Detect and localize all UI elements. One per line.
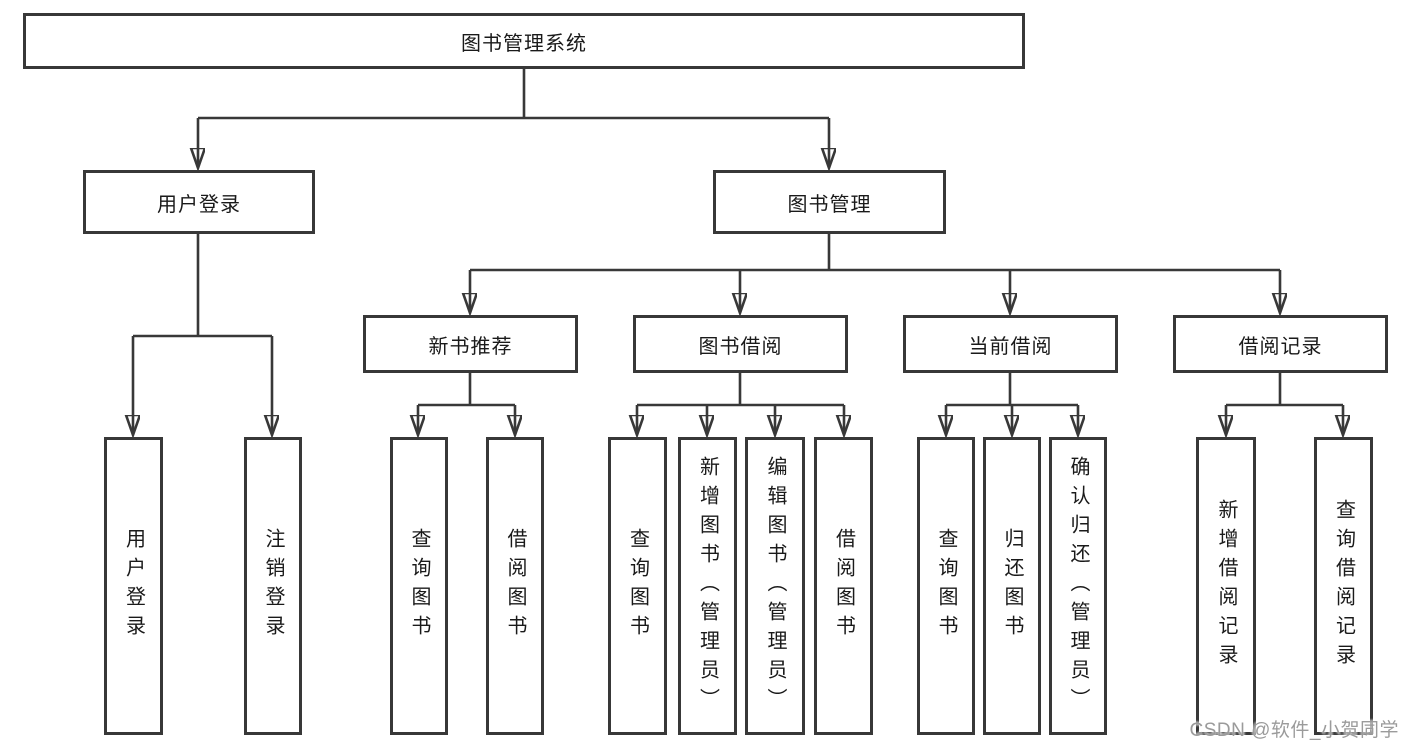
leaf-recommend-borrow-books: 借阅图书 (486, 437, 544, 735)
node-label: 新书推荐 (428, 335, 513, 358)
leaf-recommend-query-books: 查询图书 (390, 437, 448, 735)
node-label: 借阅图书 (504, 528, 526, 644)
leaf-logout: 注销登录 (244, 437, 302, 735)
leaf-current-query-books: 查询图书 (917, 437, 975, 735)
node-label: 查询图书 (626, 528, 649, 644)
leaf-borrow-query-books: 查询图书 (608, 437, 667, 735)
node-borrow-records: 借阅记录 (1173, 315, 1388, 373)
leaf-edit-books-admin: 编辑图书（管理员） (745, 437, 805, 735)
node-user-login: 用户登录 (83, 170, 315, 234)
connector-book-borrow (637, 373, 844, 435)
node-label: 当前借阅 (968, 335, 1053, 358)
node-label: 查询图书 (935, 528, 957, 644)
node-label: 借阅图书 (832, 528, 855, 644)
node-book-management: 图书管理 (713, 170, 946, 234)
leaf-user-login: 用户登录 (104, 437, 163, 735)
leaf-return-books: 归还图书 (983, 437, 1041, 735)
node-label: 编辑图书（管理员） (764, 455, 786, 717)
node-label: 查询借阅记录 (1332, 499, 1355, 673)
node-label: 用户登录 (157, 193, 241, 216)
connector-current-borrow (946, 373, 1078, 435)
node-label: 查询图书 (408, 528, 430, 644)
leaf-add-books-admin: 新增图书（管理员） (678, 437, 737, 735)
node-label: 确认归还（管理员） (1067, 455, 1089, 717)
node-label: 归还图书 (1001, 528, 1023, 644)
node-label: 新增借阅记录 (1215, 499, 1237, 673)
node-library-management-system: 图书管理系统 (23, 13, 1025, 69)
connector-book-management (470, 234, 1280, 313)
leaf-add-borrow-record: 新增借阅记录 (1196, 437, 1256, 735)
connector-root (198, 69, 829, 168)
leaf-query-borrow-record: 查询借阅记录 (1314, 437, 1373, 735)
node-label: 用户登录 (122, 528, 145, 644)
connector-new-book-recommend (418, 373, 515, 435)
node-label: 图书借阅 (698, 335, 783, 358)
node-current-borrow: 当前借阅 (903, 315, 1118, 373)
connector-user-login (133, 234, 272, 435)
node-new-book-recommend: 新书推荐 (363, 315, 578, 373)
leaf-borrow-books: 借阅图书 (814, 437, 873, 735)
leaf-confirm-return-admin: 确认归还（管理员） (1049, 437, 1107, 735)
node-book-borrow: 图书借阅 (633, 315, 848, 373)
connector-borrow-records (1226, 373, 1343, 435)
node-label: 图书管理系统 (461, 32, 587, 55)
node-label: 注销登录 (262, 528, 284, 644)
node-label: 图书管理 (787, 193, 872, 216)
csdn-watermark: CSDN @软件_小贺同学 (1189, 720, 1399, 741)
node-label: 新增图书（管理员） (696, 455, 719, 717)
node-label: 借阅记录 (1238, 335, 1323, 358)
